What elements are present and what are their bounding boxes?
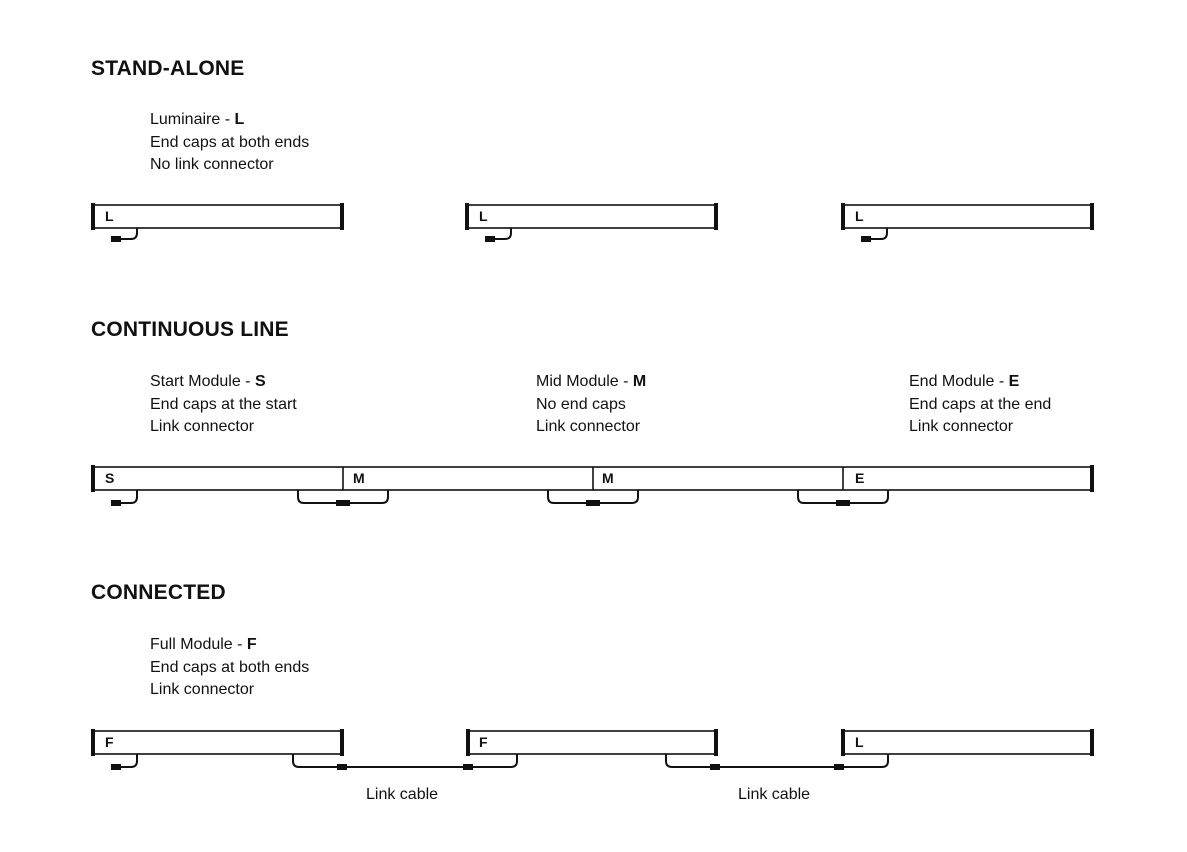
connected-module-1-body: [92, 730, 343, 755]
standalone-luminaire-1-cable: [117, 228, 138, 240]
end-cap: [714, 203, 718, 230]
end-cap: [91, 203, 95, 230]
luminaire-endcaps-text: End caps at both ends: [150, 133, 310, 151]
end-module-endcaps-text: End caps at the end: [909, 395, 1052, 413]
standalone-luminaire-1-body: [92, 204, 343, 229]
connector-plug: [111, 764, 121, 770]
standalone-luminaire-3-cable: [867, 228, 888, 240]
connector-plug: [586, 500, 600, 506]
connector-plug: [834, 764, 844, 770]
end-cap: [340, 203, 344, 230]
end-cap: [841, 203, 845, 230]
module-letter-standalone-3: L: [855, 208, 864, 224]
end-cap: [1090, 729, 1094, 756]
end-cap: [1090, 465, 1094, 492]
connector-plug: [337, 764, 347, 770]
full-module-endcaps-text: End caps at both ends: [150, 658, 310, 676]
end-module-connector-text: Link connector: [909, 418, 1014, 435]
connector-plug: [111, 236, 121, 242]
full-module-title: Full Module - F: [150, 636, 257, 653]
end-module-title: End Module - E: [909, 373, 1020, 390]
link-cable-label-2: Link cable: [738, 786, 811, 803]
module-letter-connected-2: F: [479, 734, 488, 750]
end-cap: [1090, 203, 1094, 230]
connected-module-2-body: [467, 730, 717, 755]
connected-module-1-cable: [117, 754, 138, 768]
module-letter-end: E: [855, 470, 865, 486]
connector-plug: [836, 500, 850, 506]
module-letter-connected-1: F: [105, 734, 114, 750]
connector-plug: [710, 764, 720, 770]
mid-module-connector-text: Link connector: [536, 418, 641, 435]
module-letter-start: S: [105, 470, 115, 486]
end-cap: [465, 203, 469, 230]
connector-plug: [485, 236, 495, 242]
end-cap: [841, 729, 845, 756]
standalone-luminaire-3-body: [842, 204, 1093, 229]
module-letter-mid-1: M: [353, 470, 365, 486]
start-module-title: Start Module - S: [150, 373, 266, 390]
mid-module-description: Mid Module - M No end caps Link connecto…: [536, 371, 646, 439]
end-cap: [91, 465, 95, 492]
module-letter-standalone-2: L: [479, 208, 488, 224]
end-module-description: End Module - E End caps at the end Link …: [909, 371, 1051, 439]
standalone-heading: STAND-ALONE: [91, 57, 245, 80]
link-cable-1-line: [292, 754, 518, 768]
start-module-connector-text: Link connector: [150, 418, 255, 435]
continuous-line-body: [92, 466, 1092, 491]
connector-plug: [463, 764, 473, 770]
end-cap: [466, 729, 470, 756]
connected-module-3-body: [842, 730, 1092, 755]
end-cap: [714, 729, 718, 756]
start-module-endcaps-text: End caps at the start: [150, 395, 297, 413]
standalone-luminaire-2-cable: [491, 228, 512, 240]
luminaire-title: Luminaire - L: [150, 111, 245, 128]
end-cap: [91, 729, 95, 756]
start-module-description: Start Module - S End caps at the start L…: [150, 371, 297, 439]
luminaire-connector-text: No link connector: [150, 156, 274, 173]
continuous-line-heading: CONTINUOUS LINE: [91, 318, 289, 341]
connector-plug: [861, 236, 871, 242]
start-module-cable: [117, 490, 138, 504]
link-cable-label-1: Link cable: [366, 786, 439, 803]
module-letter-standalone-1: L: [105, 208, 114, 224]
standalone-luminaire-2-body: [466, 204, 717, 229]
module-letter-connected-3: L: [855, 734, 864, 750]
full-module-description: Full Module - F End caps at both ends Li…: [150, 634, 309, 702]
mid-module-title: Mid Module - M: [536, 373, 647, 390]
link-cable-2-line: [665, 754, 889, 768]
end-cap: [340, 729, 344, 756]
luminaire-description: Luminaire - L End caps at both ends No l…: [150, 109, 309, 177]
module-letter-mid-2: M: [602, 470, 614, 486]
connector-plug: [111, 500, 121, 506]
mid-module-endcaps-text: No end caps: [536, 395, 626, 413]
full-module-connector-text: Link connector: [150, 681, 255, 698]
connected-heading: CONNECTED: [91, 581, 226, 604]
connector-plug: [336, 500, 350, 506]
